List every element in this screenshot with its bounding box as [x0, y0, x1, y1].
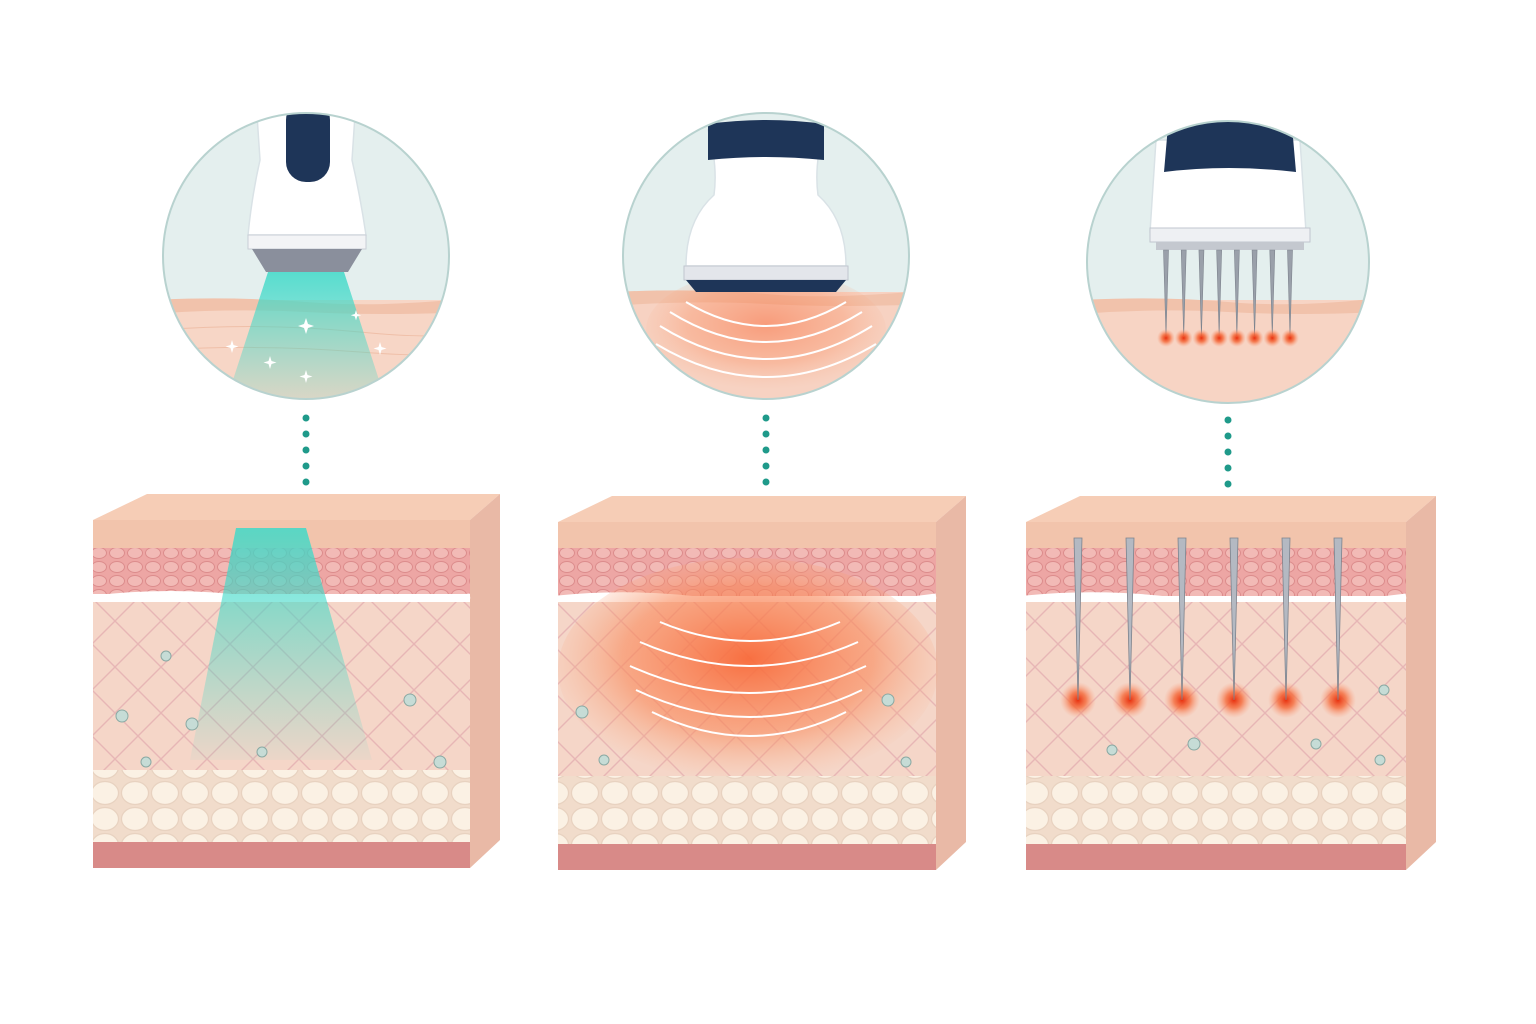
- puncture-glow: [1281, 329, 1299, 347]
- skin-block-ultrasound: [557, 496, 966, 870]
- zoom-circle-ultrasound: [622, 112, 910, 400]
- heat-waves: [629, 621, 867, 737]
- zoom-circle-light: [162, 112, 450, 400]
- needle: [1287, 249, 1293, 337]
- needle-array: [1060, 537, 1356, 718]
- puncture-glow: [1157, 329, 1175, 347]
- heat-zone: [558, 558, 938, 782]
- skin-block-light: [92, 494, 500, 868]
- dermis-cell-dots: [115, 650, 447, 769]
- needle: [1163, 249, 1169, 337]
- puncture-glow: [1174, 329, 1193, 347]
- dermis-cell-dots: [575, 693, 912, 768]
- needle: [1229, 537, 1239, 701]
- puncture-glow: [1227, 329, 1246, 347]
- panel-microneedling: [1025, 120, 1436, 870]
- needle: [1073, 537, 1083, 701]
- puncture-glow: [1245, 329, 1264, 347]
- needle: [1269, 249, 1276, 337]
- needle: [1333, 537, 1343, 701]
- needle: [1234, 249, 1240, 337]
- light-handpiece-icon: [247, 113, 367, 272]
- sparkle-icon: [225, 310, 387, 383]
- panel-ultrasound: [557, 112, 966, 870]
- connector-dots: [302, 414, 310, 486]
- needle: [1177, 537, 1187, 701]
- skin-block-microneedling: [1025, 496, 1436, 870]
- light-beam: [190, 528, 372, 760]
- ultrasound-handpiece-icon: [683, 120, 849, 292]
- panel-light: [92, 112, 500, 868]
- needle: [1251, 249, 1258, 337]
- heat-waves: [655, 301, 877, 378]
- zoom-circle-microneedling: [1086, 120, 1370, 404]
- connector-dots: [762, 414, 770, 486]
- needle: [1125, 537, 1135, 701]
- needle: [1281, 537, 1291, 701]
- dermis-cell-dots: [1106, 684, 1390, 766]
- microneedle-handpiece-icon: [1149, 121, 1311, 347]
- needle-array: [1157, 249, 1299, 347]
- puncture-glow: [1263, 329, 1282, 347]
- needle: [1198, 249, 1205, 337]
- light-beam: [220, 272, 392, 399]
- heat-zone: [646, 270, 886, 390]
- skin-surface: [1087, 298, 1369, 314]
- needle: [1180, 249, 1187, 337]
- connector-dots: [1224, 416, 1232, 488]
- puncture-glow: [1210, 329, 1229, 347]
- puncture-glow: [1192, 329, 1211, 347]
- needle: [1216, 249, 1222, 337]
